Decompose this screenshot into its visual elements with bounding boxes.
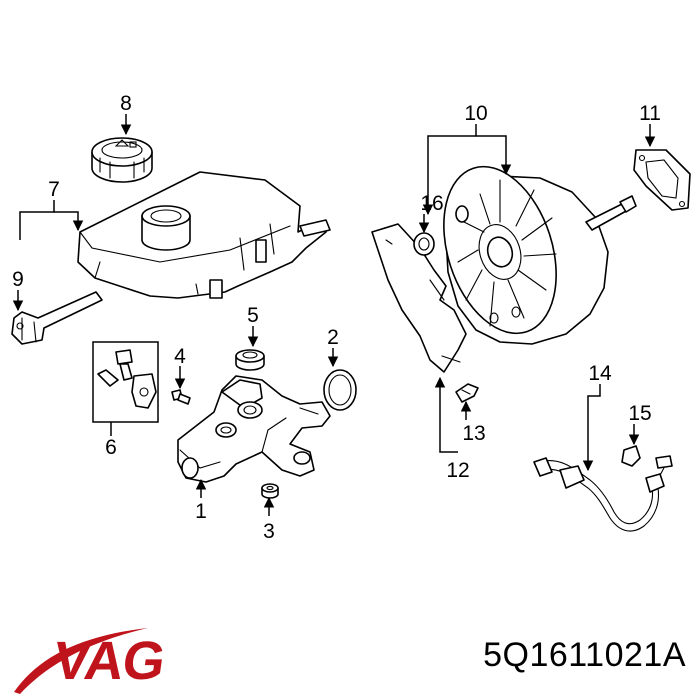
callout-labels: 8 7 9 6 4 5 2 1 3 10 11 16 12 13 14 15 — [12, 92, 661, 543]
gasket-part[interactable] — [633, 149, 691, 211]
seal-grommet-part[interactable] — [235, 349, 265, 371]
callout-8: 8 — [120, 92, 132, 115]
callout-4: 4 — [174, 345, 186, 368]
callout-14: 14 — [588, 362, 612, 385]
bracket-part[interactable] — [11, 291, 103, 345]
o-ring-part[interactable] — [323, 369, 357, 411]
clip-part[interactable] — [455, 383, 479, 403]
callout-leaders — [12, 114, 656, 516]
callout-3: 3 — [263, 520, 275, 543]
callout-5: 5 — [247, 304, 259, 327]
nut-part[interactable] — [261, 483, 279, 499]
callout-9: 9 — [12, 268, 24, 291]
brand-name: VAG — [49, 631, 169, 691]
part-number: 5Q1611021A — [483, 636, 686, 674]
callout-13: 13 — [462, 422, 485, 445]
callout-7: 7 — [48, 178, 60, 201]
bolt-part[interactable] — [171, 389, 191, 405]
reservoir-cap-part[interactable] — [91, 137, 153, 183]
brake-booster-part[interactable] — [424, 152, 637, 348]
callout-11: 11 — [639, 102, 661, 125]
callout-16: 16 — [420, 192, 443, 215]
fluid-reservoir-part[interactable] — [77, 171, 331, 299]
callout-12: 12 — [446, 459, 469, 482]
vacuum-hose-part[interactable] — [533, 455, 673, 532]
sensor-kit-part[interactable] — [92, 341, 159, 423]
vag-logo-icon: VAG — [8, 618, 168, 698]
callout-6: 6 — [105, 436, 117, 459]
callout-15: 15 — [628, 402, 651, 425]
master-cylinder-part[interactable] — [177, 375, 331, 483]
callout-1: 1 — [195, 500, 207, 523]
connector-part[interactable] — [621, 445, 641, 467]
callout-10: 10 — [464, 102, 487, 125]
callout-2: 2 — [327, 326, 339, 349]
booster-seal-part[interactable] — [413, 232, 435, 256]
